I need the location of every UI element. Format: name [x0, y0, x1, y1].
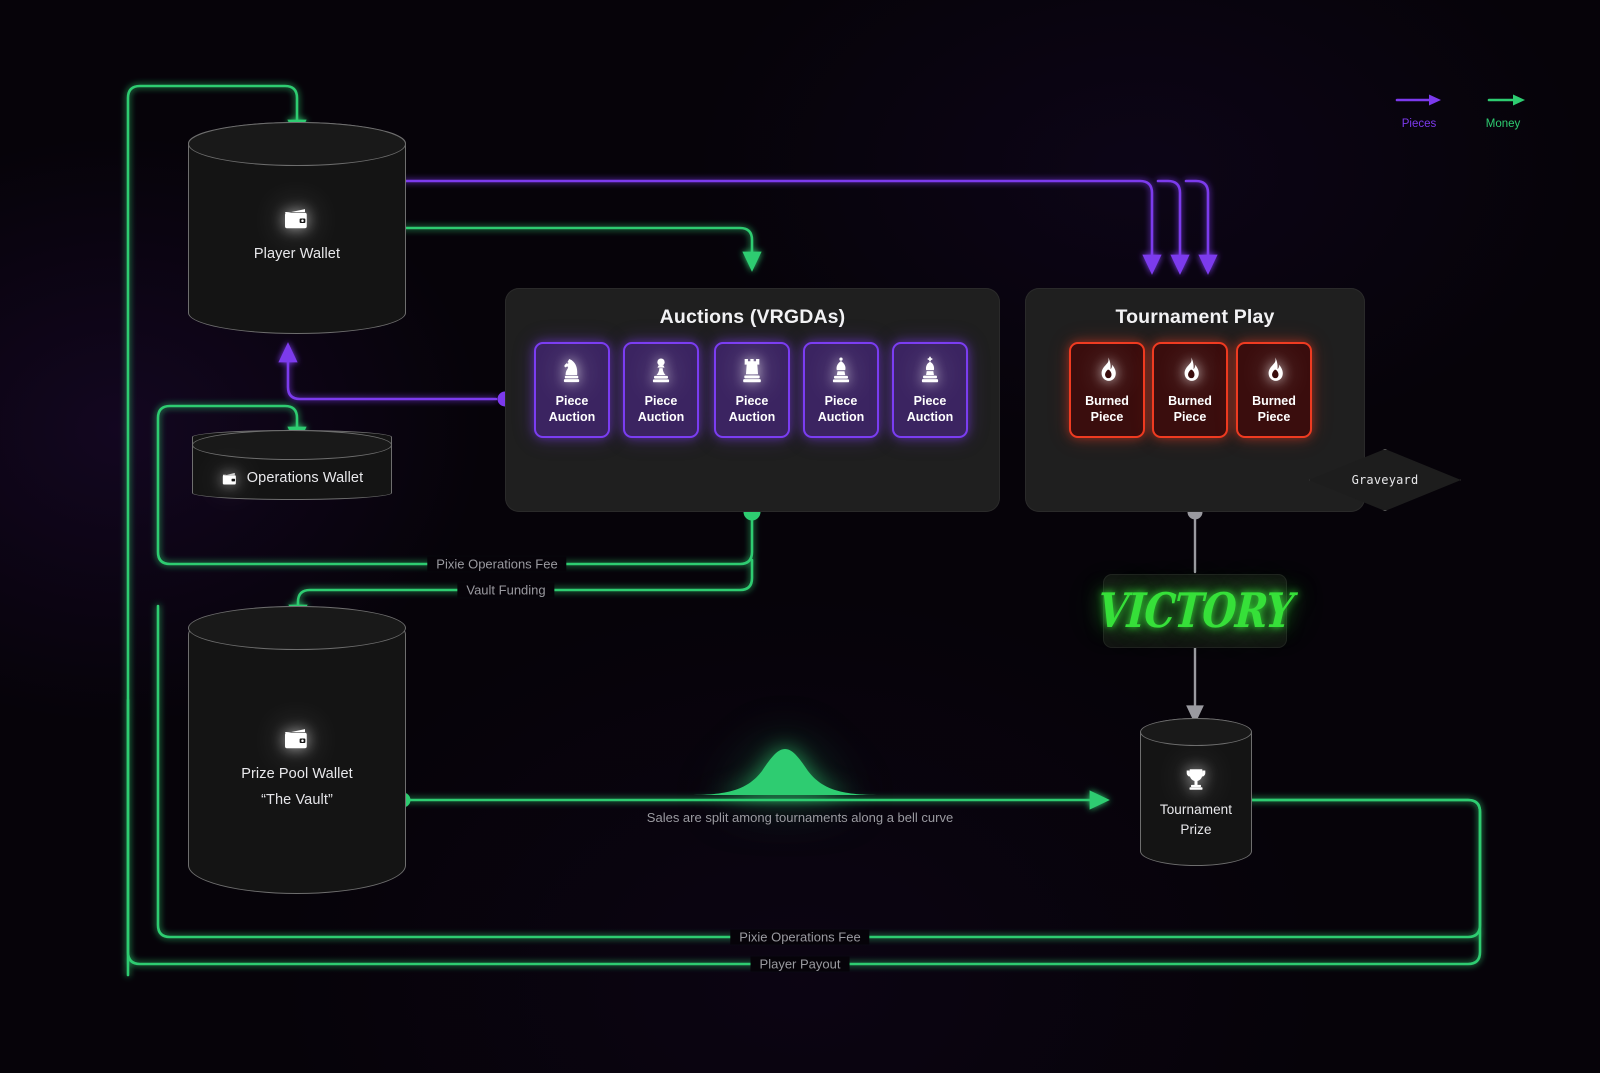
edge-label-vault-funding: Vault Funding: [457, 582, 555, 598]
prize-pool-label: Prize Pool Wallet: [241, 766, 353, 782]
legend-item-pieces: Pieces: [1395, 92, 1443, 130]
burned-piece-1-line2: Piece: [1090, 409, 1124, 424]
card-piece-auction-5[interactable]: Piece Auction: [892, 342, 968, 438]
burned-piece-1-line1: Burned: [1085, 393, 1129, 408]
legend: Pieces Money: [1395, 92, 1527, 130]
piece-auction-3-line2: Auction: [728, 409, 776, 424]
player-wallet-label: Player Wallet: [253, 246, 341, 262]
bell-curve-graphic: [690, 745, 880, 797]
node-player-wallet[interactable]: Player Wallet: [188, 122, 406, 334]
bell-curve-caption: Sales are split among tournaments along …: [646, 810, 954, 825]
chess-knight-icon: [561, 356, 583, 384]
card-piece-auction-4[interactable]: Piece Auction: [803, 342, 879, 438]
flame-icon: [1263, 356, 1285, 384]
legend-item-money: Money: [1479, 92, 1527, 130]
edge-player-to-burned-2: [1156, 179, 1190, 275]
edge-payout-to-player-wallet: [126, 84, 307, 977]
piece-auction-4-line2: Auction: [817, 409, 865, 424]
edge-label-player-payout: Player Payout: [750, 956, 850, 972]
operations-wallet-cylinder-top: [192, 430, 392, 460]
prize-pool-cylinder-body: [188, 606, 406, 894]
legend-pieces-arrow-icon: [1395, 94, 1441, 106]
legend-money-label: Money: [1485, 118, 1521, 130]
piece-auction-5-line1: Piece: [913, 393, 947, 408]
burned-piece-3-line1: Burned: [1252, 393, 1296, 408]
trophy-icon: [1183, 766, 1209, 792]
piece-auction-3-line1: Piece: [735, 393, 769, 408]
legend-money-arrow-icon: [1487, 94, 1525, 106]
node-victory-banner: VICTORY: [1096, 574, 1294, 648]
node-operations-wallet[interactable]: Operations Wallet: [192, 430, 392, 500]
edge-prize-to-player-payout-bus: [126, 698, 1482, 966]
player-wallet-cylinder-top: [188, 122, 406, 166]
node-prize-pool-wallet[interactable]: Prize Pool Wallet “The Vault”: [188, 606, 406, 894]
card-piece-auction-1[interactable]: Piece Auction: [534, 342, 610, 438]
card-burned-piece-3[interactable]: Burned Piece: [1236, 342, 1312, 438]
burned-piece-2-line2: Piece: [1173, 409, 1207, 424]
burned-piece-3-line2: Piece: [1257, 409, 1291, 424]
flame-icon: [1096, 356, 1118, 384]
wallet-icon: [282, 724, 312, 754]
piece-auction-4-line1: Piece: [824, 393, 858, 408]
card-burned-piece-2[interactable]: Burned Piece: [1152, 342, 1228, 438]
edge-ops-fee-to-operations-wallet: [156, 404, 754, 566]
tournament-prize-cylinder-top: [1140, 718, 1252, 746]
card-burned-piece-1[interactable]: Burned Piece: [1069, 342, 1145, 438]
piece-auction-1-line2: Auction: [548, 409, 596, 424]
flame-icon: [1179, 356, 1201, 384]
piece-auction-2-line2: Auction: [637, 409, 685, 424]
graveyard-label: Graveyard: [1351, 473, 1419, 487]
tournament-panel-title: Tournament Play: [1115, 306, 1275, 328]
node-graveyard[interactable]: Graveyard: [1309, 449, 1461, 511]
prize-pool-sublabel: “The Vault”: [261, 792, 333, 809]
piece-auction-1-line1: Piece: [555, 393, 589, 408]
edge-auctions-to-player-wallet: [278, 342, 498, 401]
edge-label-ops-fee-mid: Pixie Operations Fee: [427, 556, 567, 572]
legend-pieces-label: Pieces: [1401, 118, 1437, 130]
chess-bishop-icon: [830, 356, 852, 384]
edge-player-to-burned-3: [1184, 179, 1218, 275]
victory-label: VICTORY: [1095, 582, 1295, 640]
operations-wallet-label: Operations Wallet: [246, 470, 364, 486]
tournament-prize-line2: Prize: [1180, 821, 1212, 837]
burned-piece-2-line1: Burned: [1168, 393, 1212, 408]
card-piece-auction-3[interactable]: Piece Auction: [714, 342, 790, 438]
prize-pool-cylinder-top: [188, 606, 406, 650]
chess-rook-icon: [741, 356, 763, 384]
card-piece-auction-2[interactable]: Piece Auction: [623, 342, 699, 438]
chess-king-icon: [919, 356, 941, 384]
auctions-panel-title: Auctions (VRGDAs): [659, 306, 846, 328]
wallet-icon: [282, 204, 312, 234]
chess-pawn-icon: [650, 356, 672, 384]
edge-player-wallet-to-auctions: [395, 226, 762, 272]
piece-auction-5-line2: Auction: [906, 409, 954, 424]
wallet-icon: [221, 470, 239, 488]
edge-player-to-burned-1: [395, 179, 1162, 275]
node-tournament-prize[interactable]: Tournament Prize: [1140, 718, 1252, 866]
piece-auction-2-line1: Piece: [644, 393, 678, 408]
edge-label-ops-fee-bottom: Pixie Operations Fee: [730, 929, 870, 945]
tournament-prize-line1: Tournament: [1159, 802, 1233, 817]
